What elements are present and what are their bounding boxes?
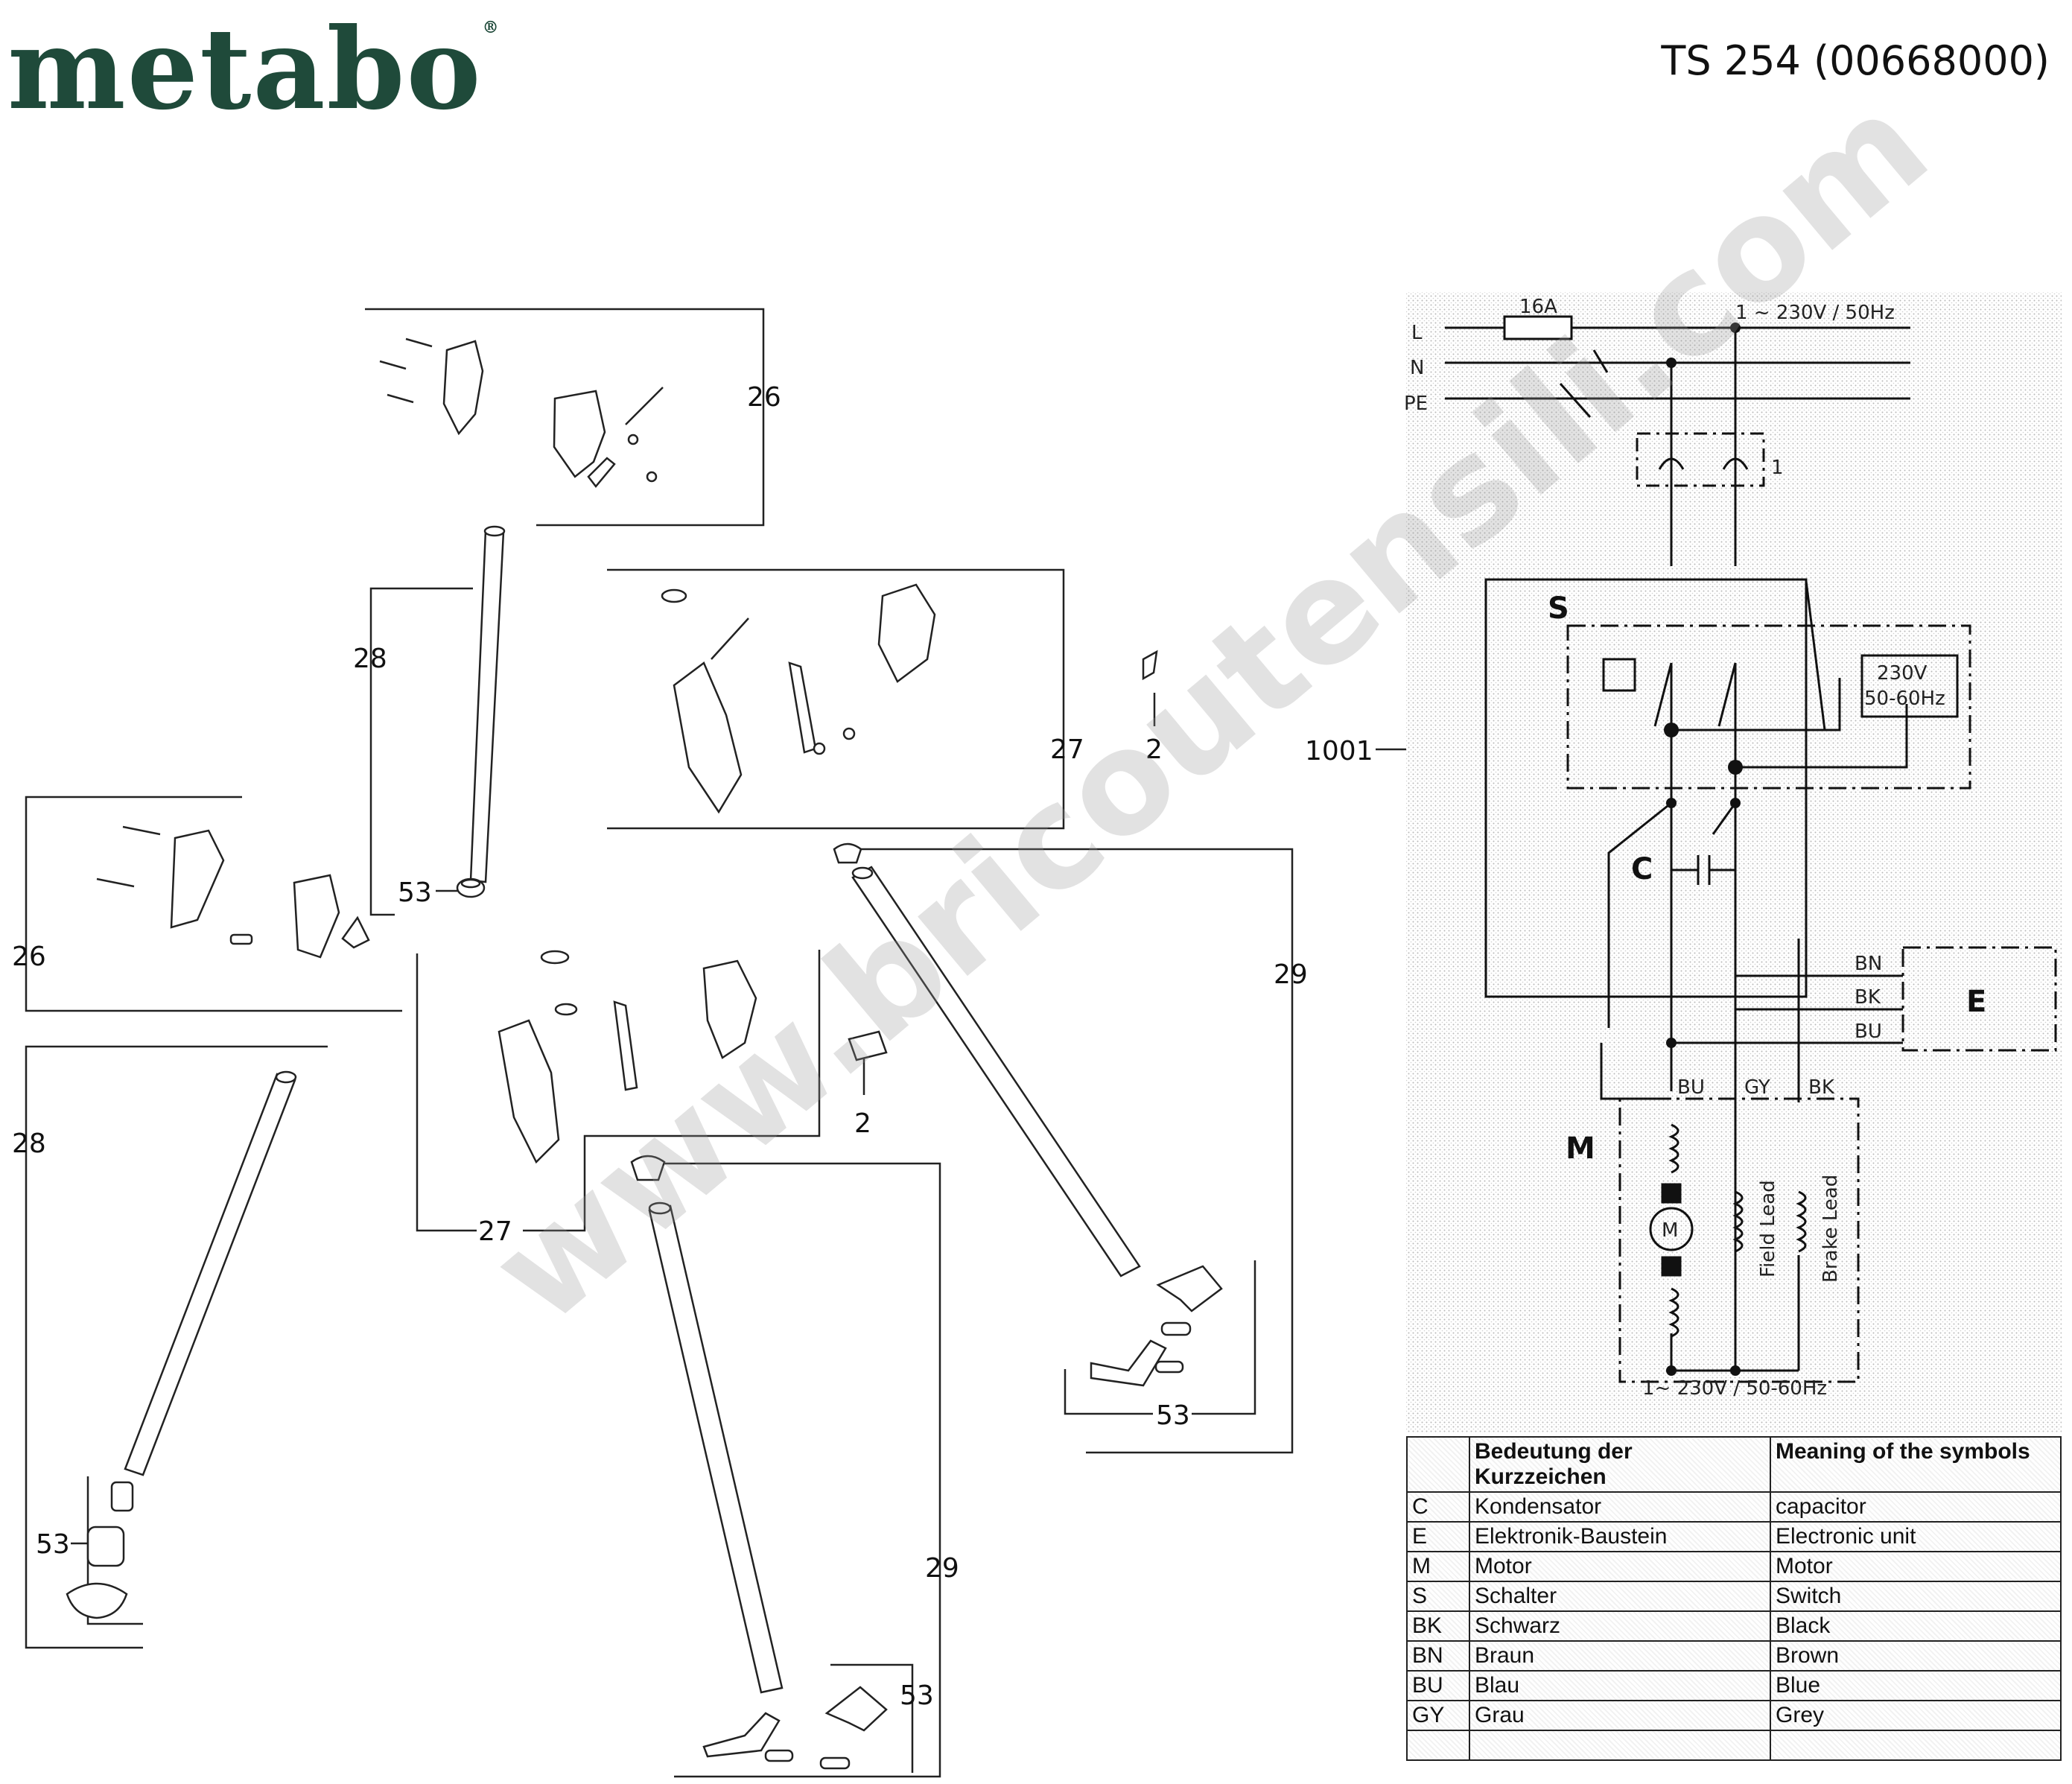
legend-row-empty: [1406, 1730, 2062, 1761]
latch-26-top-b: [553, 390, 606, 478]
unit-voltage-2: 50-60Hz: [1864, 688, 1945, 710]
unit-voltage-1: 230V: [1877, 662, 1928, 685]
legend-header-en: Meaning of the symbols: [1770, 1436, 2062, 1493]
cap-29-bottom: [630, 1155, 666, 1181]
metabo-logo: metabo®: [7, 4, 500, 135]
latch-26-top-a: [442, 340, 484, 436]
motor-wire-BU: BU: [1677, 1076, 1705, 1099]
label-27-top: 27: [1050, 734, 1084, 765]
latch-27-top-b: [877, 583, 936, 683]
frame-53-bottom: [830, 1663, 914, 1773]
tube-29-right: [851, 866, 1141, 1277]
wire-BU: BU: [1855, 1020, 1882, 1043]
label-29-bottom: 29: [925, 1553, 959, 1584]
tube-28-left: [124, 1073, 296, 1476]
foot-53-bottom-a: [702, 1712, 781, 1758]
frame-27-mid: [416, 953, 477, 1232]
motor-wire-BK: BK: [1808, 1076, 1835, 1099]
line-PE: PE: [1404, 393, 1428, 415]
frame-26-left: [25, 796, 402, 1012]
frame-29-right: [849, 848, 1294, 1454]
label-28-top: 28: [353, 644, 387, 674]
capacitor-C-label: C: [1631, 852, 1653, 886]
motor-symbol: M: [1662, 1219, 1678, 1242]
brake-lead: Brake Lead: [1820, 1175, 1842, 1283]
legend-header-code: [1406, 1436, 1470, 1493]
latch-27-mid-a: [498, 1019, 560, 1164]
latch-27-top-a: [673, 661, 743, 814]
label-28-left: 28: [12, 1129, 46, 1159]
field-lead: Field Lead: [1757, 1180, 1779, 1277]
foot-53-bottom-b: [824, 1686, 888, 1732]
cap-29-right: [833, 842, 862, 864]
label-26-top: 26: [747, 382, 781, 413]
switch-S-label: S: [1548, 591, 1569, 626]
model-title: TS 254 (00668000): [1661, 37, 2050, 84]
frame-26-top: [365, 308, 765, 527]
line-N: N: [1410, 357, 1424, 379]
frame-53-left: [86, 1476, 143, 1625]
fuse-rating: 16A: [1519, 296, 1557, 318]
frame-29-bottom: [663, 1162, 941, 1778]
latch-26-left-a: [170, 829, 225, 929]
motor-wire-GY: GY: [1744, 1076, 1770, 1099]
wire-BN: BN: [1855, 953, 1882, 975]
clip-2-mid: [848, 1030, 888, 1061]
frame-27-top: [607, 568, 1065, 830]
label-2-right: 2: [1145, 734, 1163, 765]
label-27-mid: 27: [478, 1216, 512, 1247]
foot-53-left-b: [86, 1526, 125, 1567]
label-53-top: 53: [398, 877, 432, 908]
label-26-left: 26: [12, 942, 46, 972]
foot-53-left-a: [110, 1481, 134, 1512]
supply-rating: 1 ~ 230V / 50Hz: [1735, 302, 1895, 324]
tube-28-left-end: [275, 1070, 297, 1084]
line-L: L: [1411, 322, 1423, 344]
legend-header-de: Bedeutung der Kurzzeichen: [1469, 1436, 1771, 1493]
tube-28-top-end: [483, 525, 506, 537]
frame-28-left: [25, 1045, 328, 1649]
tube-29-bottom-end: [648, 1201, 672, 1215]
motor-supply: 1~ 230V / 50-60Hz: [1642, 1377, 1827, 1400]
foot-53-right-a: [1090, 1339, 1167, 1387]
foot-53-left-c: [66, 1582, 128, 1619]
symbol-legend: Bedeutung der Kurzzeichen Meaning of the…: [1406, 1436, 2062, 1761]
wire-BK: BK: [1855, 986, 1881, 1009]
wiring-diagram: L N PE 16A 1 ~ 230V / 50Hz 1 S 230V 50-6…: [1404, 292, 2062, 1433]
tube-28-top: [469, 529, 505, 883]
label-29-right: 29: [1274, 959, 1308, 990]
latch-27-mid-b: [702, 959, 757, 1059]
latch-26-left-b: [293, 874, 340, 959]
label-53-right: 53: [1156, 1400, 1190, 1431]
frame-53-right: [1192, 1260, 1256, 1415]
plug-label: 1: [1771, 457, 1784, 479]
tube-29-bottom: [648, 1204, 784, 1694]
label-53-left: 53: [36, 1529, 70, 1560]
frame-27-mid-b: [523, 950, 821, 1232]
tube-29-right-end: [851, 866, 874, 880]
electronic-E-label: E: [1966, 985, 1986, 1019]
label-1001: 1001: [1305, 736, 1373, 766]
clip-2-right: [1142, 650, 1158, 681]
foot-53-right-b: [1156, 1265, 1223, 1312]
motor-M-label: M: [1566, 1131, 1595, 1166]
frame-53-right-b: [1064, 1369, 1153, 1415]
frame-28-top: [369, 587, 473, 916]
label-53-bottom: 53: [900, 1680, 934, 1711]
label-2-mid: 2: [854, 1108, 871, 1139]
